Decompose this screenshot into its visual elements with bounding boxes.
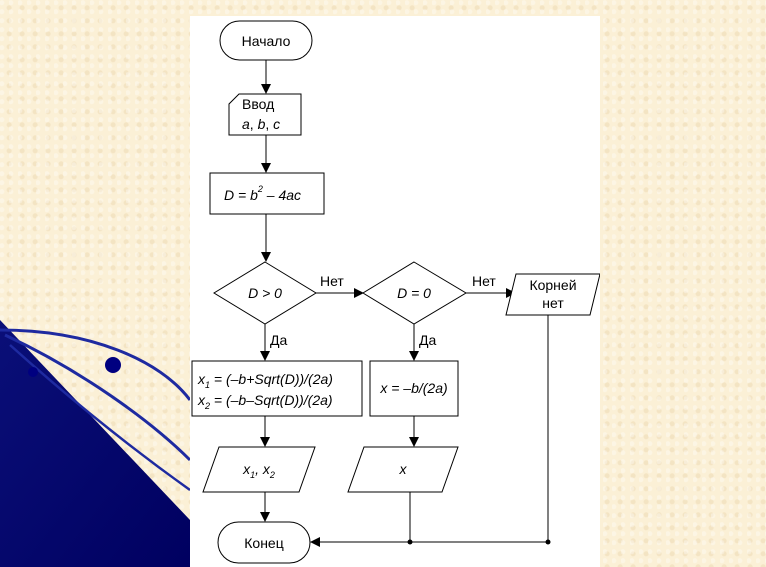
single-root-label: x = –b/(2a): [379, 380, 447, 396]
input-title: Ввод: [242, 96, 274, 112]
roots-expr-1: = (–b+Sqrt(D))/(2a): [210, 371, 333, 387]
roots-expr-2: = (–b–Sqrt(D))/(2a): [210, 392, 333, 408]
line-noroots-end: [310, 315, 549, 547]
no-roots-line2: нет: [542, 295, 564, 311]
output-two-roots: [202, 446, 316, 493]
orbit-dot-large: [105, 357, 121, 373]
discriminant-formula: D = b2 – 4ac: [224, 184, 301, 203]
orbit-dot-small: [28, 367, 38, 377]
junction-noroots: [545, 539, 551, 545]
input-var-b: b: [258, 116, 266, 132]
cond2-no-label: Нет: [472, 273, 496, 289]
roots-sub-1: 1: [205, 380, 210, 390]
input-sep-1: ,: [250, 116, 258, 132]
output-sep: ,: [255, 461, 263, 477]
input-sep-2: ,: [265, 116, 273, 132]
discriminant-lhs: D = b: [224, 187, 258, 203]
orbit-arc-3: [9, 344, 191, 492]
cond1-yes-label: Да: [270, 332, 287, 348]
decision-d-positive-label: D > 0: [248, 285, 282, 301]
cond2-yes-label: Да: [419, 332, 436, 348]
input-vars: a, b, c: [242, 116, 280, 132]
blue-wedge: [0, 320, 190, 567]
orbit-arc-2: [4, 333, 192, 462]
roots-line-1: x1 = (–b+Sqrt(D))/(2a): [197, 371, 333, 390]
cond1-no-label: Нет: [320, 273, 344, 289]
flowchart: Начало Ввод a, b, c D = b2 – 4ac D > 0 Н…: [191, 20, 600, 564]
roots-sub-2: 2: [204, 401, 210, 411]
single-root-block: [369, 360, 459, 417]
no-roots-output: [505, 273, 600, 316]
output-var-1: x: [242, 461, 251, 477]
output-sub-2: 2: [269, 470, 275, 480]
flowchart-panel: Начало Ввод a, b, c D = b2 – 4ac D > 0 Н…: [190, 16, 600, 567]
output-one-root: [347, 446, 459, 493]
output-one-root-label: x: [399, 461, 408, 477]
end-terminator: [217, 521, 311, 564]
discriminant-block: [209, 172, 325, 215]
roots-block: [191, 360, 363, 417]
start-label: Начало: [242, 33, 291, 49]
decision-d-zero-label: D = 0: [397, 285, 431, 301]
end-label: Конец: [244, 535, 283, 551]
roots-var-2: x: [197, 392, 206, 408]
input-var-a: a: [242, 116, 250, 132]
output-var-2: x: [262, 461, 271, 477]
orbit-arc-1: [0, 328, 192, 401]
roots-var-1: x: [197, 371, 206, 387]
input-var-c: c: [273, 116, 280, 132]
discriminant-rhs: – 4ac: [263, 187, 301, 203]
output-sub-1: 1: [250, 470, 255, 480]
input-block: [228, 93, 302, 136]
output-two-roots-label: x1, x2: [242, 461, 275, 480]
roots-line-2: x2 = (–b–Sqrt(D))/(2a): [197, 392, 333, 411]
discriminant-power: 2: [257, 184, 263, 194]
no-roots-line1: Корней: [529, 277, 576, 293]
junction-oneroot: [407, 539, 413, 545]
